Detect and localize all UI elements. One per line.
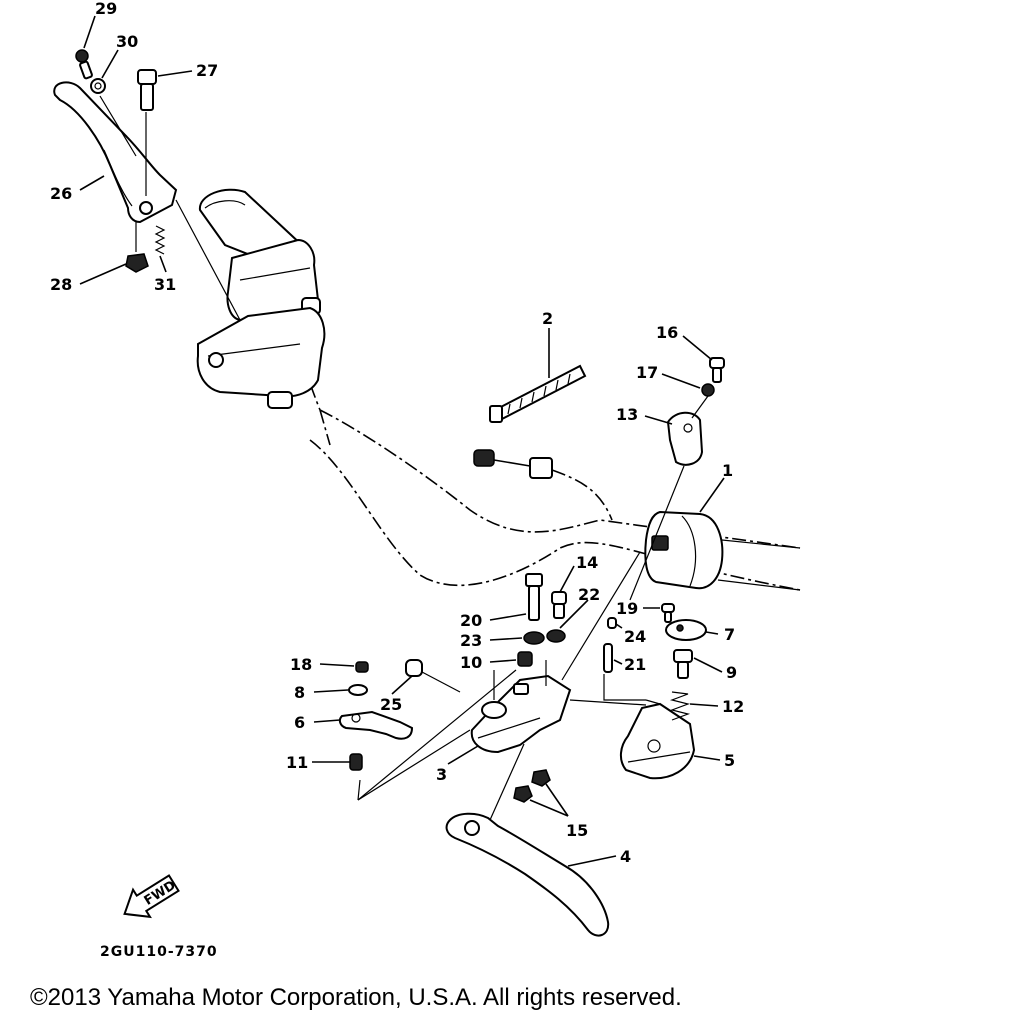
part-21-rod bbox=[603, 643, 646, 701]
part-25-cap bbox=[405, 659, 461, 693]
callout-30: 30 bbox=[116, 32, 138, 51]
part-7-plate bbox=[665, 619, 707, 641]
callout-8: 8 bbox=[294, 683, 305, 702]
callout-3: 3 bbox=[436, 765, 447, 784]
callout-24: 24 bbox=[624, 627, 646, 646]
part-18-screw bbox=[355, 661, 369, 673]
leader-lines bbox=[79, 15, 725, 867]
right-group-guides bbox=[357, 551, 647, 801]
callout-31: 31 bbox=[154, 275, 176, 294]
callout-2: 2 bbox=[542, 309, 553, 328]
part-31-spring bbox=[154, 225, 166, 255]
callout-18: 18 bbox=[290, 655, 312, 674]
clutch-perch bbox=[196, 306, 326, 409]
callout-1: 1 bbox=[722, 461, 733, 480]
callout-17: 17 bbox=[636, 363, 658, 382]
part-16-screw bbox=[709, 357, 725, 383]
part-22-washer bbox=[546, 629, 566, 643]
callout-12: 12 bbox=[722, 697, 744, 716]
callout-25: 25 bbox=[380, 695, 402, 714]
part-3-brake-holder bbox=[470, 660, 572, 754]
part-5-switch-housing bbox=[620, 699, 696, 780]
switch-wire-connector bbox=[473, 449, 613, 521]
drawing-code: 2GU110-7370 bbox=[100, 944, 218, 960]
part-1-throttle-housing bbox=[644, 510, 801, 591]
part-9-plunger bbox=[673, 649, 693, 679]
callout-27: 27 bbox=[196, 61, 218, 80]
part-15-nuts bbox=[513, 769, 551, 803]
handlebar bbox=[269, 239, 801, 591]
part-29-screw bbox=[75, 49, 93, 80]
callout-20: 20 bbox=[460, 611, 482, 630]
part-28-nut bbox=[125, 253, 149, 273]
part-27-pivot-bolt bbox=[137, 69, 157, 111]
callout-13: 13 bbox=[616, 405, 638, 424]
part-12-spring bbox=[669, 691, 691, 721]
callout-9: 9 bbox=[726, 663, 737, 682]
callout-11: 11 bbox=[286, 753, 308, 772]
callout-labels: 29 30 27 26 28 31 2 16 17 13 1 14 22 20 … bbox=[50, 0, 744, 866]
callout-23: 23 bbox=[460, 631, 482, 650]
part-8-washer bbox=[348, 684, 368, 696]
part-23-washer bbox=[523, 631, 545, 645]
callout-28: 28 bbox=[50, 275, 72, 294]
callout-15: 15 bbox=[566, 821, 588, 840]
callout-26: 26 bbox=[50, 184, 72, 203]
part-26-clutch-lever bbox=[53, 81, 178, 224]
left-group-guides bbox=[99, 95, 241, 321]
callout-7: 7 bbox=[724, 625, 735, 644]
part-10-collar bbox=[517, 651, 533, 667]
callout-21: 21 bbox=[624, 655, 646, 674]
part-19-screw bbox=[661, 603, 675, 623]
part-11-nut bbox=[349, 753, 363, 771]
part-6-switch-plate bbox=[338, 710, 414, 740]
part-24-pin bbox=[607, 617, 617, 629]
part-30-nut bbox=[90, 78, 106, 94]
callout-19: 19 bbox=[616, 599, 638, 618]
callout-5: 5 bbox=[724, 751, 735, 770]
callout-10: 10 bbox=[460, 653, 482, 672]
callout-6: 6 bbox=[294, 713, 305, 732]
part-13-cover bbox=[629, 411, 704, 601]
fwd-arrow-icon: FWD bbox=[123, 874, 180, 919]
part-17-washer bbox=[691, 383, 715, 419]
part-14-bolt bbox=[551, 591, 567, 619]
callout-4: 4 bbox=[620, 847, 631, 866]
part-4-brake-lever bbox=[445, 743, 610, 937]
callout-22: 22 bbox=[578, 585, 600, 604]
copyright-notice: ©2013 Yamaha Motor Corporation, U.S.A. A… bbox=[30, 984, 682, 1011]
callout-29: 29 bbox=[95, 0, 117, 18]
callout-16: 16 bbox=[656, 323, 678, 342]
part-20-bolt bbox=[525, 573, 543, 621]
callout-14: 14 bbox=[576, 553, 598, 572]
part-2-cable-tie bbox=[489, 364, 587, 423]
